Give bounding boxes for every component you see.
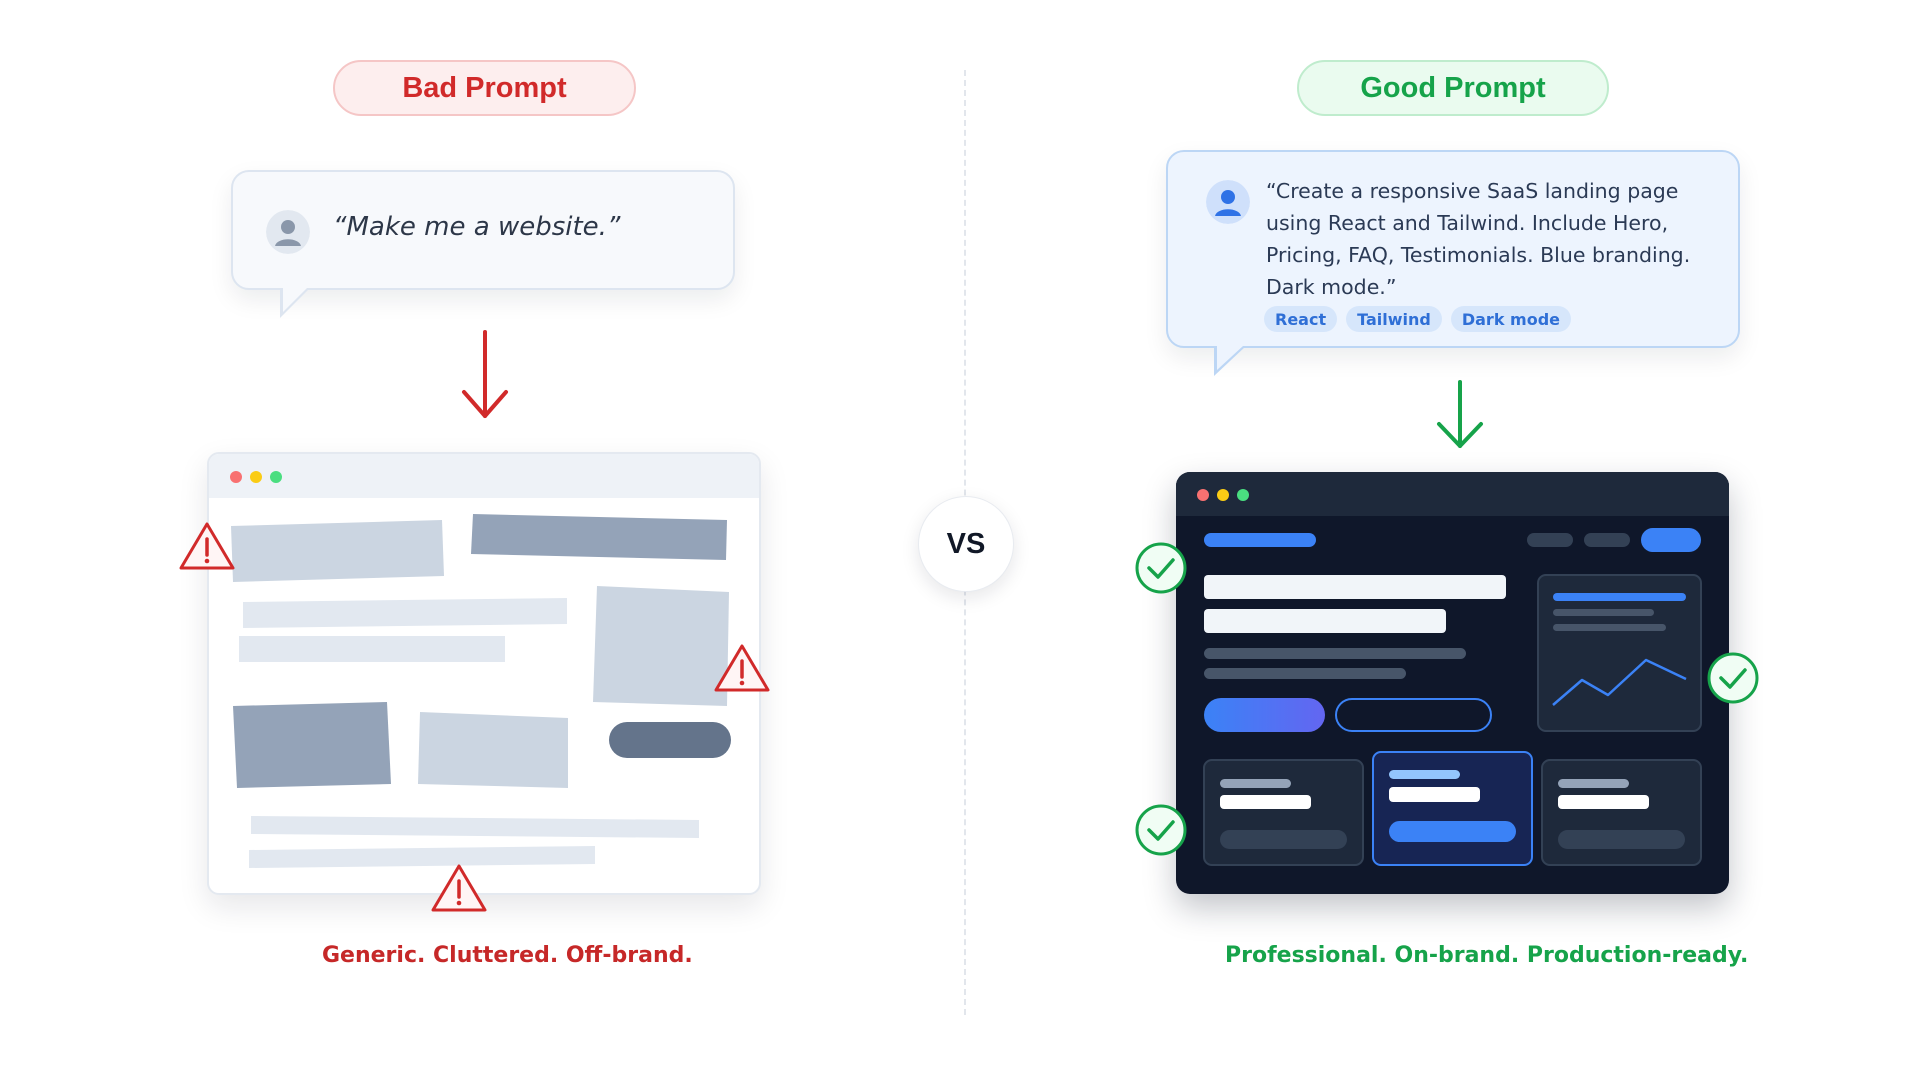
check-circle-icon bbox=[1707, 652, 1759, 704]
bad-prompt-bubble bbox=[231, 170, 735, 290]
check-circle-icon bbox=[1135, 542, 1187, 594]
window-titlebar bbox=[1176, 472, 1729, 516]
good-caption: Professional. On-brand. Production-ready… bbox=[1225, 943, 1749, 968]
window-titlebar bbox=[209, 454, 759, 498]
arrow-down-icon bbox=[1437, 380, 1483, 448]
warning-triangle-icon bbox=[714, 644, 770, 692]
warning-triangle-icon bbox=[431, 864, 487, 912]
clean-layout-blocks bbox=[1203, 528, 1702, 866]
user-avatar-icon bbox=[266, 210, 310, 254]
arrow-down-icon bbox=[462, 330, 508, 418]
tag-tailwind: Tailwind bbox=[1346, 306, 1442, 332]
bad-website-mockup bbox=[207, 452, 761, 895]
window-dot-yellow bbox=[250, 471, 262, 483]
window-dot-yellow bbox=[1217, 489, 1229, 501]
bad-prompt-label: Bad Prompt bbox=[333, 60, 636, 116]
tag-react: React bbox=[1264, 306, 1338, 332]
vs-badge: VS bbox=[918, 496, 1014, 592]
bad-bubble-tail-inner bbox=[283, 288, 307, 312]
user-avatar-icon bbox=[1206, 180, 1250, 224]
window-dot-green bbox=[1237, 489, 1249, 501]
tag-dark-mode: Dark mode bbox=[1450, 306, 1571, 332]
good-website-mockup bbox=[1176, 472, 1729, 894]
good-prompt-text: “Create a responsive SaaS landing page u… bbox=[1266, 179, 1691, 299]
prompt-tags: React Tailwind Dark mode bbox=[1264, 306, 1571, 332]
warning-triangle-icon bbox=[179, 522, 235, 570]
good-bubble-tail-inner bbox=[1217, 346, 1243, 370]
check-circle-icon bbox=[1135, 804, 1187, 856]
bad-prompt-text: “Make me a website.” bbox=[333, 212, 621, 242]
bad-caption: Generic. Cluttered. Off-brand. bbox=[322, 943, 693, 968]
cluttered-layout-blocks bbox=[231, 514, 731, 868]
good-prompt-label: Good Prompt bbox=[1297, 60, 1609, 116]
window-dot-red bbox=[1197, 489, 1209, 501]
window-dot-green bbox=[270, 471, 282, 483]
window-dot-red bbox=[230, 471, 242, 483]
